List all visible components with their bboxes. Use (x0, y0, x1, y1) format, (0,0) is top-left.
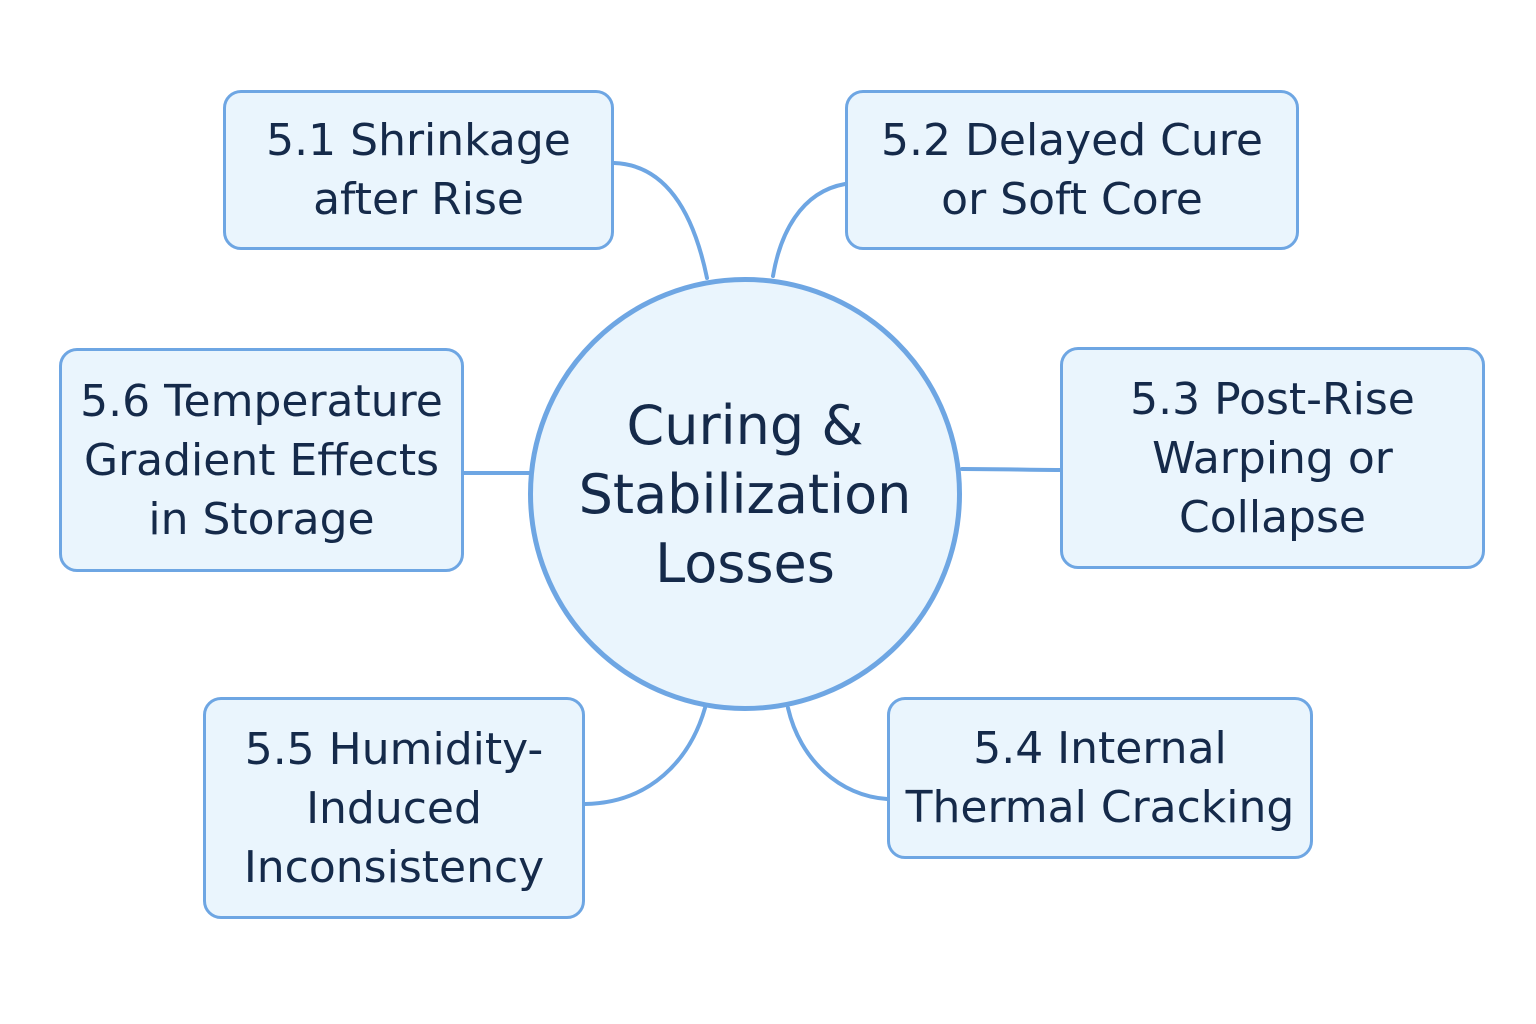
node-label-line: or Soft Core (941, 174, 1203, 225)
node-label-line: Inconsistency (243, 841, 545, 893)
node-label-line: 5.1 Shrinkage (266, 115, 571, 166)
node-label-line: Collapse (1179, 491, 1366, 543)
node-label-line: Induced (306, 782, 482, 834)
node-label-line: Thermal Cracking (905, 782, 1295, 833)
node-label-line: 5.4 Internal (973, 723, 1227, 774)
center-node-line: Curing & (626, 393, 864, 457)
connector-5-2 (771, 182, 847, 278)
node-5-4-internal-thermal-cracking: 5.4 Internal Thermal Cracking (887, 697, 1313, 859)
node-5-6-temperature-gradient: 5.6 Temperature Gradient Effects in Stor… (59, 348, 464, 572)
center-node: Curing & Stabilization Losses (528, 277, 962, 711)
node-label-line: in Storage (148, 493, 375, 545)
node-label-line: after Rise (313, 174, 524, 225)
node-5-2-delayed-cure: 5.2 Delayed Cure or Soft Core (845, 90, 1299, 250)
center-node-line: Stabilization (578, 462, 912, 526)
node-5-5-humidity-induced: 5.5 Humidity- Induced Inconsistency (203, 697, 585, 919)
node-label-line: Warping or (1152, 432, 1393, 484)
node-label-line: 5.2 Delayed Cure (881, 115, 1263, 166)
connector-5-5 (583, 706, 707, 806)
connector-5-4 (786, 706, 889, 801)
node-label-line: Gradient Effects (83, 434, 440, 486)
connector-5-1 (612, 161, 709, 280)
node-5-3-post-rise-warping: 5.3 Post-Rise Warping or Collapse (1060, 347, 1485, 569)
node-label-line: 5.6 Temperature (80, 375, 443, 427)
node-5-1-shrinkage: 5.1 Shrinkage after Rise (223, 90, 614, 250)
connector-5-3 (960, 467, 1062, 472)
center-node-line: Losses (655, 531, 835, 595)
node-label-line: 5.5 Humidity- (244, 723, 544, 775)
node-label-line: 5.3 Post-Rise (1130, 373, 1415, 425)
